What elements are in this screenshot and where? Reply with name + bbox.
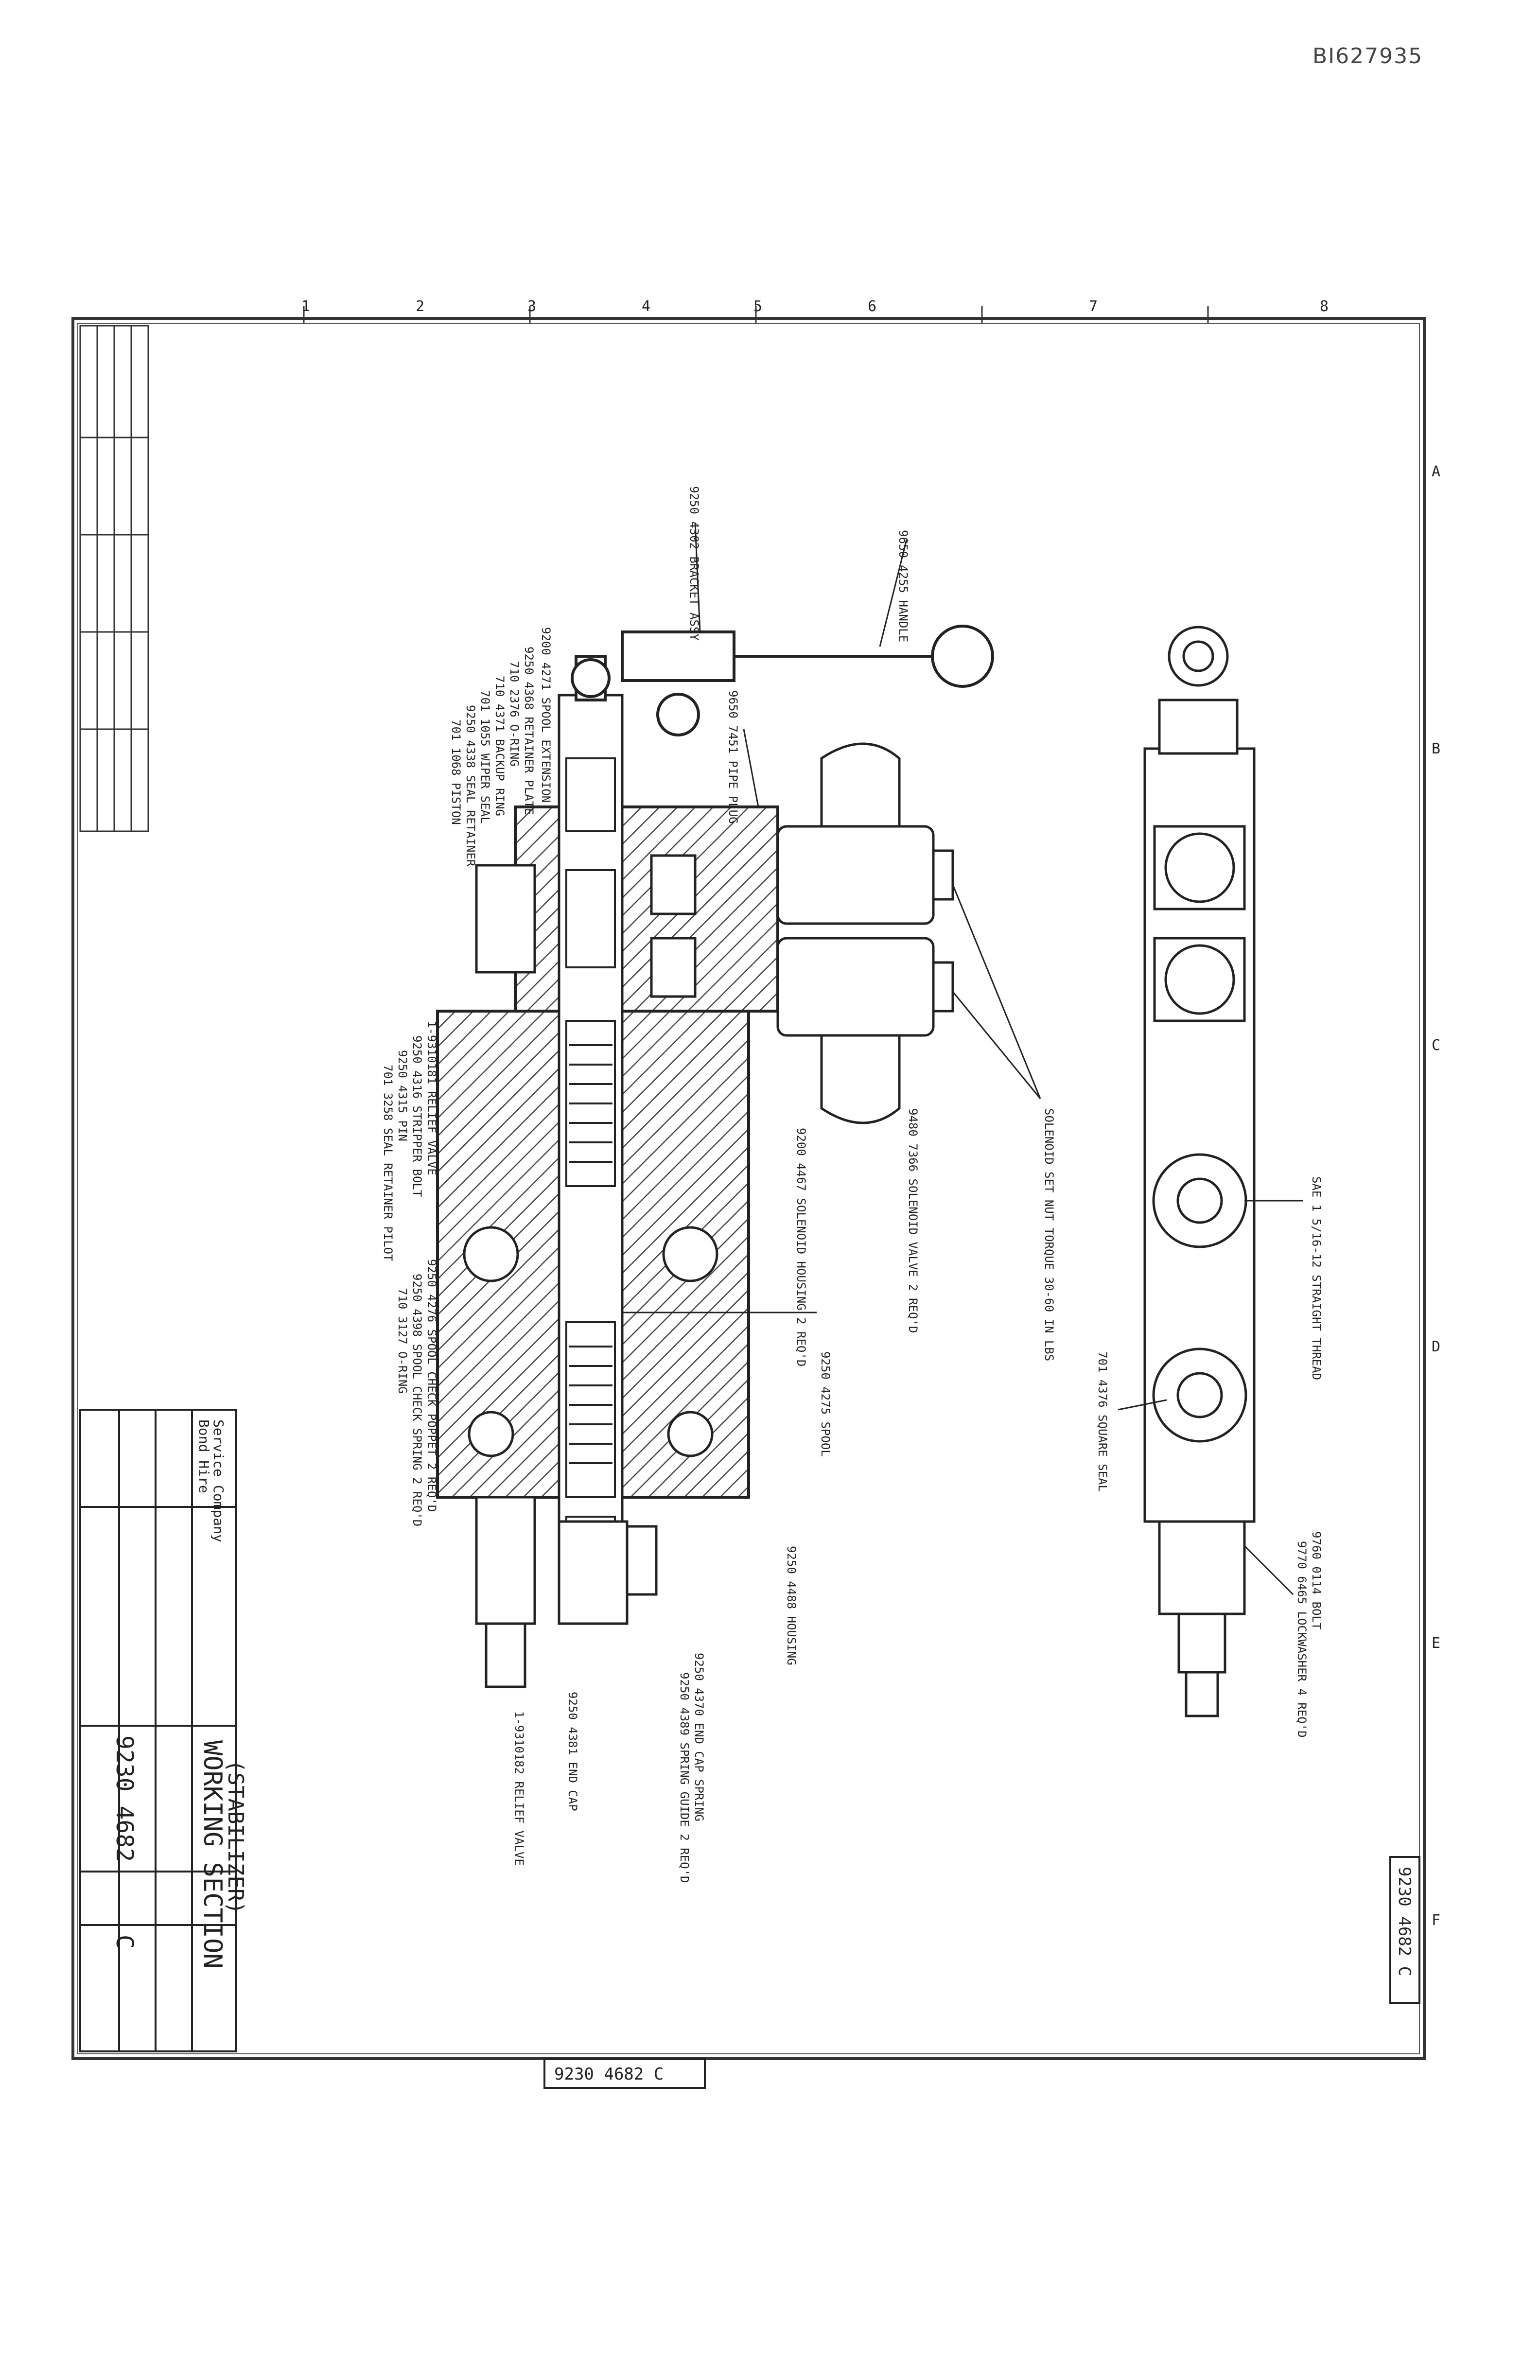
row-label-b: B xyxy=(1432,740,1440,757)
label-bolt: 9760 0114 BOLT xyxy=(1310,1531,1323,1629)
title-block xyxy=(79,1409,237,2052)
callout-labels: 9650 4255 HANDLE 9250 4302 BRACKET ASSY … xyxy=(381,486,1323,1883)
row-label-a: A xyxy=(1432,463,1440,480)
col-label-3: 3 xyxy=(527,298,536,315)
label-handle: 9650 4255 HANDLE xyxy=(896,530,910,642)
row-label-c: C xyxy=(1432,1037,1440,1054)
margin-drawing-number-right: 9230 4682 C xyxy=(1395,1867,1414,1976)
label-o-ring-2: 710 3127 O-RING xyxy=(396,1288,409,1394)
border-row-labels: A B C D E F xyxy=(1432,463,1440,1929)
label-spool-check-poppet: 9250 4276 SPOOL CHECK POPPET 2 REQ'D xyxy=(425,1259,438,1512)
label-spring-guide: 9250 4389 SPRING GUIDE 2 REQ'D xyxy=(678,1672,691,1883)
col-label-6: 6 xyxy=(868,298,876,315)
label-sae-port: SAE 1 5/16-12 STRAIGHT THREAD xyxy=(1310,1176,1323,1380)
leader-lines xyxy=(622,522,1303,1595)
drawing-revision: C xyxy=(111,1935,138,1949)
label-pin: 9250 4315 PIN xyxy=(396,1050,409,1141)
side-view xyxy=(1143,626,1256,1717)
label-square-seal: 701 4376 SQUARE SEAL xyxy=(1096,1351,1109,1492)
row-label-e: E xyxy=(1432,1635,1440,1652)
border-column-ticks xyxy=(303,306,1209,323)
label-wiper: 701 1055 WIPER SEAL xyxy=(478,690,492,824)
label-piston: 701 1068 PISTON xyxy=(449,719,463,825)
solenoid-housing-block xyxy=(514,805,779,1013)
drawing-border xyxy=(71,317,1426,2060)
label-stripper-bolt: 9250 4316 STRIPPER BOLT xyxy=(410,1035,424,1197)
label-end-cap: 9250 4381 END CAP xyxy=(566,1692,579,1811)
col-label-1: 1 xyxy=(301,298,310,315)
drawing-title-line2: (STABILIZER) xyxy=(223,1760,248,1914)
col-label-2: 2 xyxy=(416,298,424,315)
row-label-d: D xyxy=(1432,1338,1440,1355)
label-o-ring-1: 710 2376 O-RING xyxy=(508,661,521,767)
company-name-2: Service Company xyxy=(210,1419,227,1542)
label-solenoid-valve: 9480 7366 SOLENOID VALVE 2 REQ'D xyxy=(906,1108,920,1333)
spool-springs xyxy=(569,1044,612,1464)
solenoid-coils xyxy=(776,742,954,1124)
margin-drawing-number-box: 9230 4682 C 9230 4682 C xyxy=(543,1856,1420,2089)
col-label-7: 7 xyxy=(1089,298,1098,315)
label-retainer-plate: 9250 4368 RETAINER PLATE xyxy=(522,647,536,815)
label-seal-retainer: 9250 4338 SEAL RETAINER xyxy=(464,705,477,867)
handle-assembly xyxy=(571,625,994,736)
label-relief-valve-left: 1-9310181 RELIEF VALVE xyxy=(425,1021,438,1175)
label-solenoid-nut: SOLENOID SET NUT TORQUE 30-60 IN LBS xyxy=(1042,1108,1056,1361)
label-backup-ring: 710 4371 BACKUP RING xyxy=(493,676,507,816)
col-label-4: 4 xyxy=(642,298,650,315)
label-pipe-plug: 9650 7451 PIPE PLUG xyxy=(726,690,740,824)
margin-drawing-number-bottom: 9230 4682 C xyxy=(554,2065,664,2084)
page-id-label: BI627935 xyxy=(1312,44,1423,69)
relief-valves xyxy=(475,864,658,1688)
label-spool: 9250 4275 SPOOL xyxy=(819,1351,832,1457)
title-block-text: Bond Hire Service Company WORKING SECTIO… xyxy=(111,1419,248,1969)
col-label-8: 8 xyxy=(1320,298,1329,315)
label-solenoid-housing: 9200 4467 SOLENOID HOUSING 2 REQ'D xyxy=(794,1128,808,1366)
drawing-number: 9230 4682 xyxy=(111,1735,138,1862)
drawing-title-line1: WORKING SECTION xyxy=(198,1740,227,1969)
label-end-cap-spring: 9250 4370 END CAP SPRING xyxy=(692,1653,706,1821)
label-bracket: 9250 4302 BRACKET ASSY xyxy=(687,486,701,641)
label-spool-check-spring: 9250 4398 SPOOL CHECK SPRING 2 REQ'D xyxy=(410,1274,424,1526)
main-valve-section xyxy=(436,625,994,1688)
label-seal-retainer-pilot: 701 3258 SEAL RETAINER PILOT xyxy=(381,1065,395,1261)
label-relief-valve-right: 1-9310182 RELIEF VALVE xyxy=(512,1711,526,1866)
company-name-1: Bond Hire xyxy=(196,1419,212,1493)
col-label-5: 5 xyxy=(753,298,762,315)
label-housing: 9250 4488 HOUSING xyxy=(785,1546,798,1665)
label-lockwasher: 9770 6465 LOCKWASHER 4 REQ'D xyxy=(1295,1541,1309,1738)
border-column-labels: 1 2 3 4 5 6 7 8 xyxy=(301,298,1329,315)
label-spool-extension: 9200 4271 SPOOL EXTENSION xyxy=(539,627,553,803)
inner-border xyxy=(77,323,1420,2054)
revision-table xyxy=(79,325,149,832)
row-label-f: F xyxy=(1432,1912,1440,1929)
